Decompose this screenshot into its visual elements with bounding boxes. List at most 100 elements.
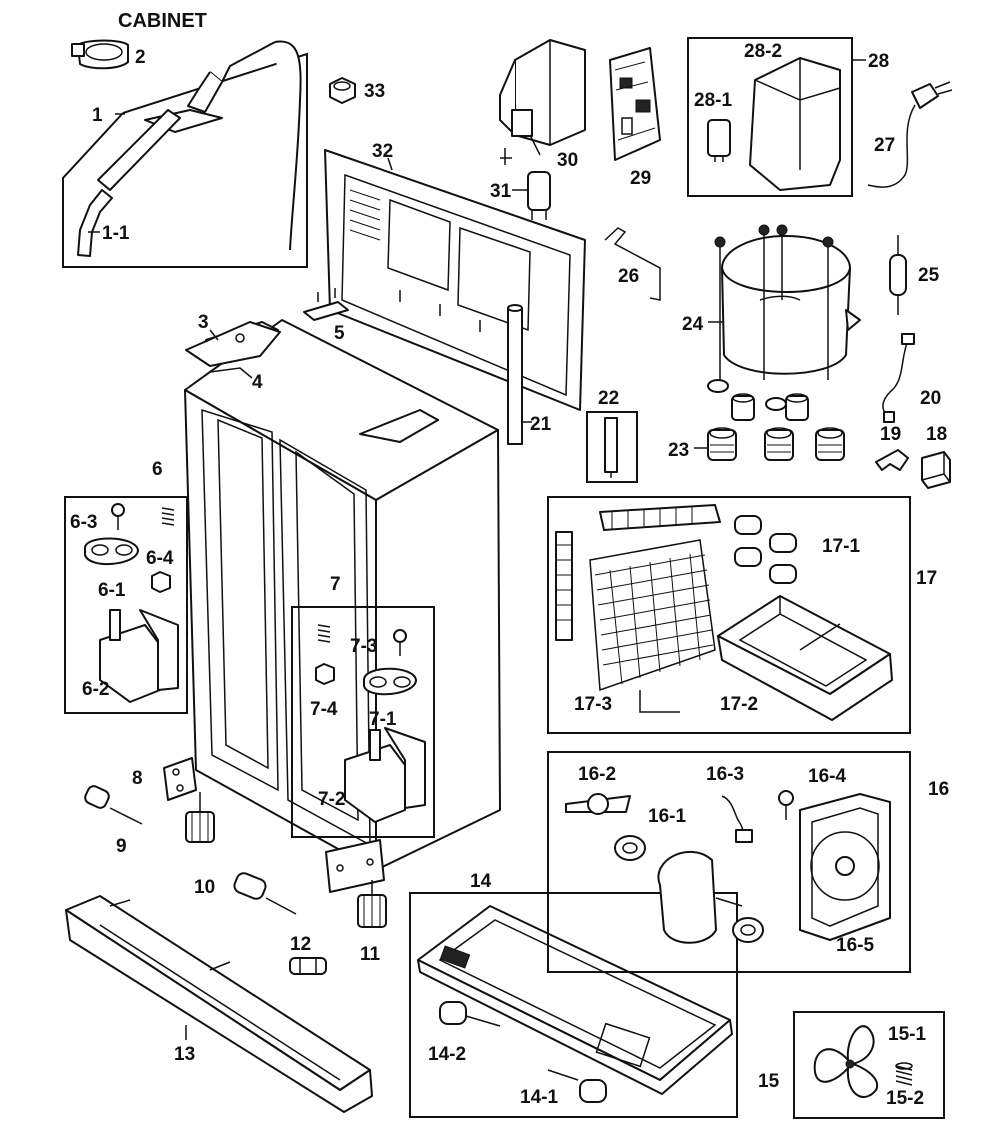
- leader-32: [387, 157, 393, 171]
- label-7-4: 7-4: [310, 699, 338, 720]
- label-19: 19: [880, 424, 901, 445]
- part-hinge-bottom-11: [325, 839, 387, 928]
- part-washer-7-1: [363, 667, 417, 696]
- label-14-1: 14-1: [520, 1087, 558, 1108]
- part-screw-6-3: [111, 503, 125, 530]
- part-nut-7-4: [315, 663, 335, 685]
- group-16: [547, 751, 911, 973]
- grommet-23-b: [764, 427, 794, 461]
- label-26: 26: [618, 266, 639, 287]
- part-base-grille-13: [65, 895, 373, 1113]
- label-16: 16: [928, 779, 949, 800]
- label-4: 4: [252, 372, 263, 393]
- label-15-2: 15-2: [886, 1088, 924, 1109]
- label-7-2: 7-2: [318, 789, 345, 810]
- label-27: 27: [874, 135, 895, 156]
- part-fan-motor: [657, 850, 764, 944]
- label-15: 15: [758, 1071, 780, 1092]
- part-screw-7-3: [393, 629, 407, 656]
- group-28: [687, 37, 853, 197]
- group-6: [64, 496, 188, 714]
- label-23: 23: [668, 440, 689, 461]
- grommet-mid-left: [731, 393, 755, 421]
- label-11: 11: [360, 944, 381, 965]
- leader-3: [209, 329, 219, 341]
- label-28-1: 28-1: [694, 90, 732, 111]
- part-pin-22: [586, 411, 638, 483]
- part-fan-bracket-16-5: [799, 793, 891, 941]
- label-28: 28: [868, 51, 889, 72]
- label-7: 7: [330, 574, 341, 595]
- part-spring-6: [161, 507, 175, 526]
- part-evaporator-17-3: [555, 504, 721, 713]
- label-17-2: 17-2: [720, 694, 758, 715]
- part-sensor-16-3: [721, 795, 753, 843]
- label-2: 2: [135, 47, 146, 68]
- label-17: 17: [916, 568, 937, 589]
- label-21: 21: [530, 414, 552, 435]
- part-pin-21: [507, 304, 523, 445]
- grommet-23-a: [707, 427, 737, 461]
- label-1: 1: [92, 105, 103, 126]
- part-clip-2: [71, 39, 129, 70]
- label-12: 12: [290, 934, 311, 955]
- part-roller-10: [233, 872, 297, 915]
- group-15: [793, 1011, 945, 1119]
- label-6: 6: [152, 459, 163, 480]
- label-6-2: 6-2: [82, 679, 109, 700]
- label-6-3: 6-3: [70, 512, 97, 533]
- label-14-2: 14-2: [428, 1044, 466, 1065]
- label-17-3: 17-3: [574, 694, 612, 715]
- group-7: [291, 606, 435, 838]
- label-22: 22: [598, 388, 619, 409]
- label-5: 5: [334, 323, 345, 344]
- diagram-title: CABINET: [118, 10, 207, 32]
- label-28-2: 28-2: [744, 41, 782, 62]
- grommet-23-c: [815, 427, 845, 461]
- part-clip-26: [604, 227, 661, 301]
- label-3: 3: [198, 312, 209, 333]
- label-8: 8: [132, 768, 143, 789]
- label-24: 24: [682, 314, 704, 335]
- label-6-1: 6-1: [98, 580, 126, 601]
- label-16-2: 16-2: [578, 764, 616, 785]
- part-nut-33: [329, 77, 356, 104]
- part-pcb-29: [609, 47, 661, 161]
- label-10: 10: [194, 877, 215, 898]
- part-hinge-plate-8: [163, 757, 197, 801]
- group-tube-assembly: [62, 40, 308, 268]
- part-grommets: [707, 379, 845, 461]
- part-washer-6-1: [84, 537, 139, 566]
- label-13: 13: [174, 1044, 195, 1065]
- part-spring-15-2: [895, 1062, 913, 1086]
- part-relay-wire-20: [882, 333, 915, 423]
- part-spacer-4: [209, 367, 253, 379]
- part-spring-7: [317, 624, 331, 643]
- part-drier-25: [889, 235, 907, 315]
- label-1-1: 1-1: [102, 223, 130, 244]
- label-7-1: 7-1: [369, 709, 397, 730]
- label-30: 30: [557, 150, 578, 171]
- part-cap-5: [303, 288, 349, 321]
- label-25: 25: [918, 265, 940, 286]
- part-power-cord-27: [867, 81, 953, 188]
- group-14: [409, 892, 738, 1118]
- label-29: 29: [630, 168, 651, 189]
- label-33: 33: [364, 81, 385, 102]
- part-roller-9: [84, 785, 143, 825]
- part-hinge-6-2: [99, 609, 179, 703]
- leader-30: [529, 134, 541, 156]
- part-hinge-7-2: [344, 727, 426, 823]
- label-16-5: 16-5: [836, 935, 874, 956]
- part-compressor-24: [714, 224, 861, 380]
- part-drain-pan-17-2: [717, 595, 893, 721]
- label-7-3: 7-3: [350, 636, 377, 657]
- part-coupler-12: [289, 957, 327, 975]
- grommet-mid-right: [785, 393, 809, 421]
- label-9: 9: [116, 836, 127, 857]
- label-16-3: 16-3: [706, 764, 744, 785]
- label-32: 32: [372, 141, 393, 162]
- label-17-1: 17-1: [822, 536, 860, 557]
- label-20: 20: [920, 388, 941, 409]
